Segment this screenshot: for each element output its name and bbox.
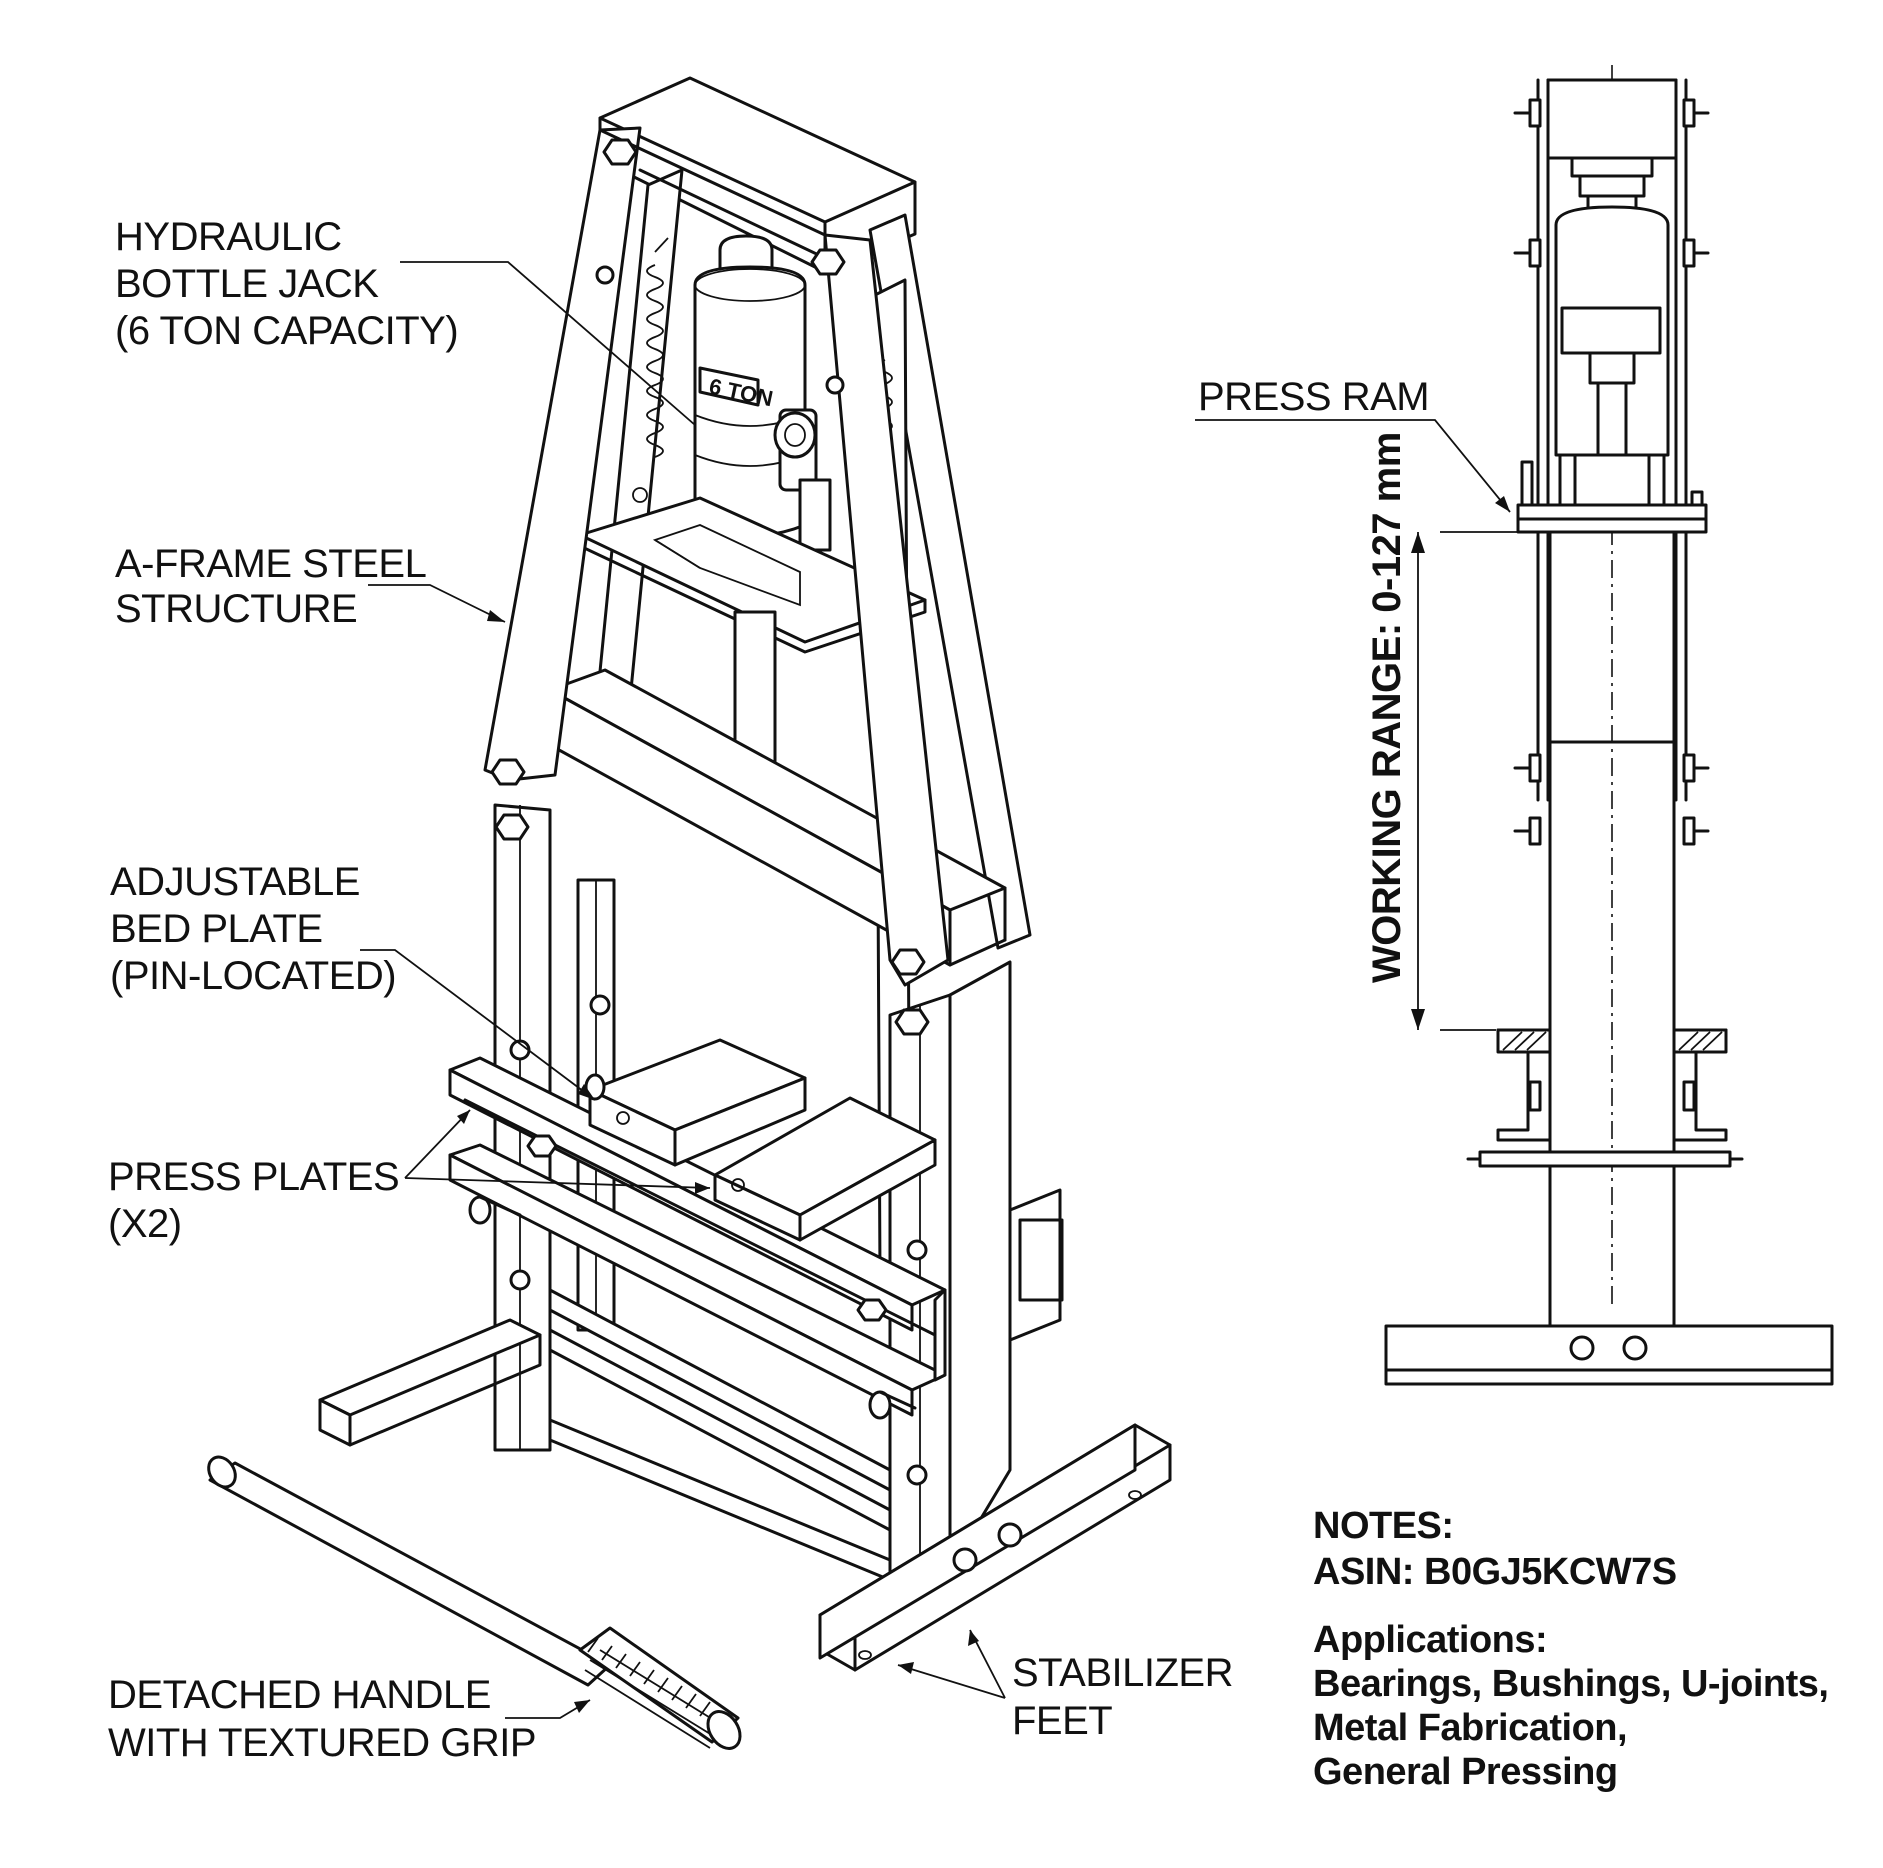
bed-label-line-2: BED PLATE xyxy=(110,907,323,951)
lower-crossbars xyxy=(548,1288,892,1582)
bed-label-line-1: ADJUSTABLE xyxy=(110,860,360,904)
handle-label-line-2: WITH TEXTURED GRIP xyxy=(108,1721,536,1765)
bed-plate-channels xyxy=(448,1056,1064,1417)
side-view-bolts xyxy=(1513,98,1710,846)
plates-label-line-1: PRESS PLATES xyxy=(108,1155,399,1199)
stabilizer-foot-left xyxy=(318,1318,542,1447)
plates-label-line-2: (X2) xyxy=(108,1202,182,1246)
notes-application-3: General Pressing xyxy=(1313,1751,1618,1793)
side-view-bed-channels xyxy=(1466,1028,1744,1168)
detached-handle xyxy=(207,1455,742,1750)
jack-label-line-1: HYDRAULIC xyxy=(115,215,342,259)
press-plate-upper xyxy=(588,1038,807,1167)
working-range-label: WORKING RANGE: 0-127 mm xyxy=(1365,432,1409,983)
callout-adjustable-bed-plate: ADJUSTABLE BED PLATE (PIN-LOCATED) xyxy=(110,860,596,1101)
press-ram-label: PRESS RAM xyxy=(1198,375,1429,419)
bed-label-line-3: (PIN-LOCATED) xyxy=(110,954,396,998)
callout-detached-handle: DETACHED HANDLE WITH TEXTURED GRIP xyxy=(108,1673,591,1765)
notes-application-2: Metal Fabrication, xyxy=(1313,1707,1627,1749)
bottle-jack: 6 TON xyxy=(684,234,832,600)
press-side-view: WORKING RANGE: 0-127 mm PRESS RAM xyxy=(1195,65,1834,1386)
notes-applications-heading: Applications: xyxy=(1313,1619,1547,1661)
callout-stabilizer-feet: STABILIZER FEET xyxy=(897,1629,1233,1743)
jack-label-line-2: BOTTLE JACK xyxy=(115,262,379,306)
a-frame-front-bars xyxy=(483,126,950,987)
press-isometric-view: 6 TON xyxy=(207,76,1172,1750)
frame-bolts xyxy=(490,138,930,1486)
callout-hydraulic-bottle-jack: HYDRAULIC BOTTLE JACK (6 TON CAPACITY) xyxy=(115,215,696,426)
frame-label-line-1: A-FRAME STEEL xyxy=(115,542,426,586)
notes-application-1: Bearings, Bushings, U-joints, xyxy=(1313,1663,1828,1705)
callout-press-ram: PRESS RAM xyxy=(1195,375,1511,513)
notes-block: NOTES: ASIN: B0GJ5KCW7S Applications: Be… xyxy=(1313,1505,1829,1793)
callout-a-frame-structure: A-FRAME STEEL STRUCTURE xyxy=(115,542,506,631)
frame-label-line-2: STRUCTURE xyxy=(115,587,357,631)
bed-pins xyxy=(468,1073,917,1420)
handle-label-line-1: DETACHED HANDLE xyxy=(108,1673,491,1717)
press-plate-lower xyxy=(713,1096,937,1242)
notes-asin: ASIN: B0GJ5KCW7S xyxy=(1313,1551,1677,1593)
notes-heading: NOTES: xyxy=(1313,1505,1454,1547)
feet-label-line-2: FEET xyxy=(1012,1699,1112,1743)
stabilizer-foot-right xyxy=(818,1423,1172,1672)
working-range-dimension: WORKING RANGE: 0-127 mm xyxy=(1365,432,1546,1031)
feet-label-line-1: STABILIZER xyxy=(1012,1651,1233,1695)
callout-press-plates: PRESS PLATES (X2) xyxy=(108,1109,711,1246)
jack-label-line-3: (6 TON CAPACITY) xyxy=(115,309,458,353)
